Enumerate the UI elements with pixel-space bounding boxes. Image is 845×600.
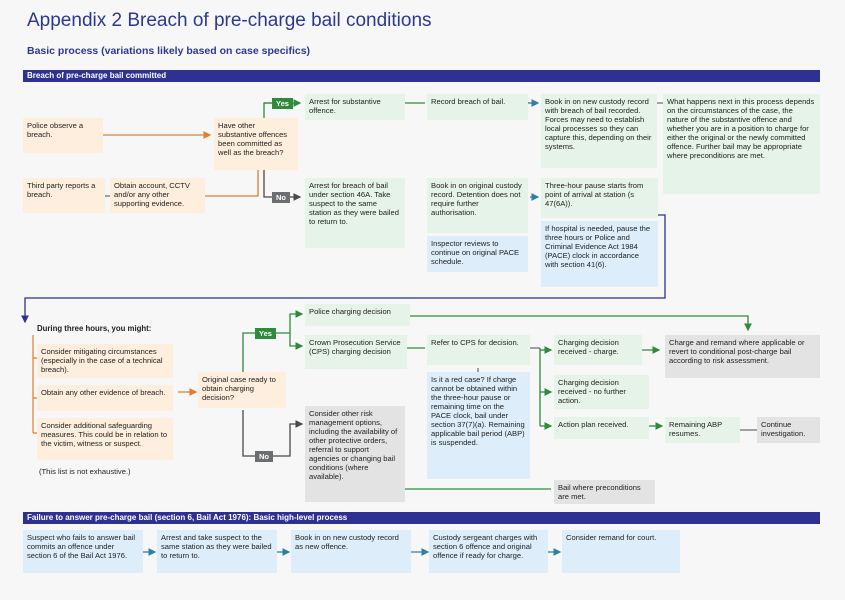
three-hour-pause-box: Three-hour pause starts from point of ar…	[541, 178, 658, 218]
arrest-breach-box: Arrest for breach of bail under section …	[305, 178, 405, 248]
cps-charging-box: Crown Prosecution Service (CPS) charging…	[305, 335, 407, 369]
page-subtitle: Basic process (variations likely based o…	[27, 45, 311, 57]
consider-remand-box: Consider remand for court.	[562, 530, 680, 573]
third-party-box: Third party reports a breach.	[23, 178, 105, 213]
action-plan-box: Action plan received.	[554, 417, 649, 439]
hospital-box: If hospital is needed, pause the three h…	[541, 221, 658, 287]
police-observe-box: Police observe a breach.	[23, 118, 103, 153]
section-bar-breach: Breach of pre-charge bail committed	[23, 70, 820, 82]
during-three-hours-heading: During three hours, you might:	[37, 324, 152, 333]
arrest-substantive-box: Arrest for substantive offence.	[305, 94, 405, 120]
section-bar-failure: Failure to answer pre-charge bail (secti…	[23, 512, 820, 524]
remaining-abp-box: Remaining ABP resumes.	[665, 417, 740, 443]
not-exhaustive-note: (This list is not exhaustive.)	[39, 467, 131, 476]
charging-nfa-box: Charging decision received - no further …	[554, 375, 649, 409]
book-in-original-box: Book in on original custody record. Dete…	[427, 178, 528, 233]
other-evidence-box: Obtain any other evidence of breach.	[37, 385, 173, 411]
book-in-new-box: Book in on new custody record with breac…	[541, 94, 657, 168]
no-tag-top: No	[272, 192, 290, 203]
arrest-take-box: Arrest and take suspect to the same stat…	[157, 530, 277, 573]
yes-tag-middle: Yes	[255, 328, 276, 339]
yes-tag-top: Yes	[272, 98, 293, 109]
custody-sergeant-box: Custody sergeant charges with section 6 …	[429, 530, 548, 573]
other-offences-box: Have other substantive offences been com…	[214, 118, 298, 170]
red-case-box: Is it a red case? If charge cannot be ob…	[427, 372, 530, 479]
page-title: Appendix 2 Breach of pre-charge bail con…	[27, 10, 432, 31]
what-next-box: What happens next in this process depend…	[663, 94, 820, 194]
no-tag-middle: No	[255, 451, 273, 462]
suspect-fails-box: Suspect who fails to answer bail commits…	[23, 530, 143, 573]
bail-where-box: Bail where preconditions are met.	[554, 480, 655, 504]
obtain-account-box: Obtain account, CCTV and/or any other su…	[110, 178, 205, 213]
mitigating-box: Consider mitigating circumstances (espec…	[37, 344, 173, 378]
police-charging-box: Police charging decision	[305, 304, 410, 326]
original-case-ready-box: Original case ready to obtain charging d…	[198, 372, 286, 408]
safeguarding-box: Consider additional safeguarding measure…	[37, 418, 173, 460]
charge-remand-box: Charge and remand where applicable or re…	[665, 335, 820, 378]
refer-cps-box: Refer to CPS for decision.	[427, 335, 530, 365]
risk-mgmt-box: Consider other risk management options, …	[305, 406, 405, 502]
book-in-new2-box: Book in on new custody record as new off…	[291, 530, 411, 573]
inspector-reviews-box: Inspector reviews to continue on origina…	[427, 236, 528, 272]
charging-charge-box: Charging decision received - charge.	[554, 335, 642, 365]
record-breach-box: Record breach of bail.	[427, 94, 528, 120]
continue-investigation-box: Continue investigation.	[757, 417, 820, 443]
